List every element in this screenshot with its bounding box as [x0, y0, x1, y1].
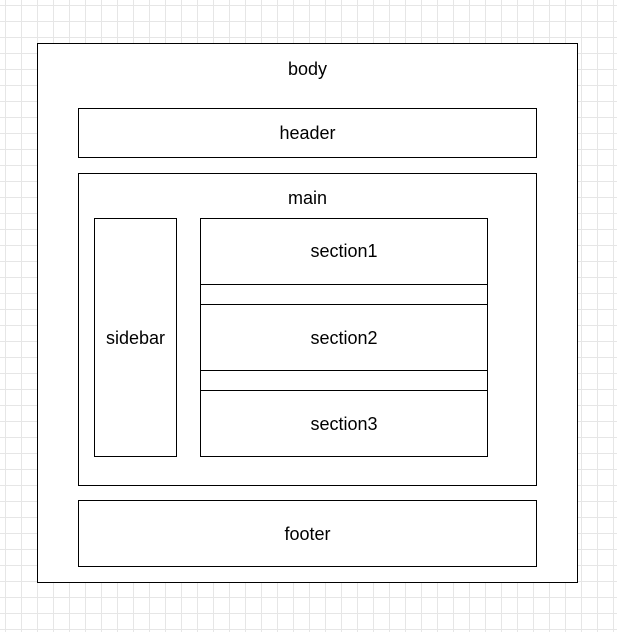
section-gap-1	[200, 284, 488, 306]
header-label: header	[279, 123, 336, 143]
section3-box: section3	[200, 390, 488, 457]
section3-label: section3	[310, 413, 378, 434]
footer-box: footer	[78, 500, 537, 567]
header-box: header	[78, 108, 537, 158]
section2-box: section2	[200, 304, 488, 372]
sidebar-label: sidebar	[105, 327, 166, 348]
section1-label: section1	[310, 240, 378, 261]
section1-box: section1	[200, 218, 488, 286]
body-label: body	[287, 59, 328, 79]
section2-label: section2	[310, 328, 378, 348]
main-label: main	[287, 188, 327, 208]
footer-label: footer	[284, 523, 331, 544]
sidebar-box: sidebar	[94, 218, 177, 457]
section-gap-2	[200, 370, 488, 392]
